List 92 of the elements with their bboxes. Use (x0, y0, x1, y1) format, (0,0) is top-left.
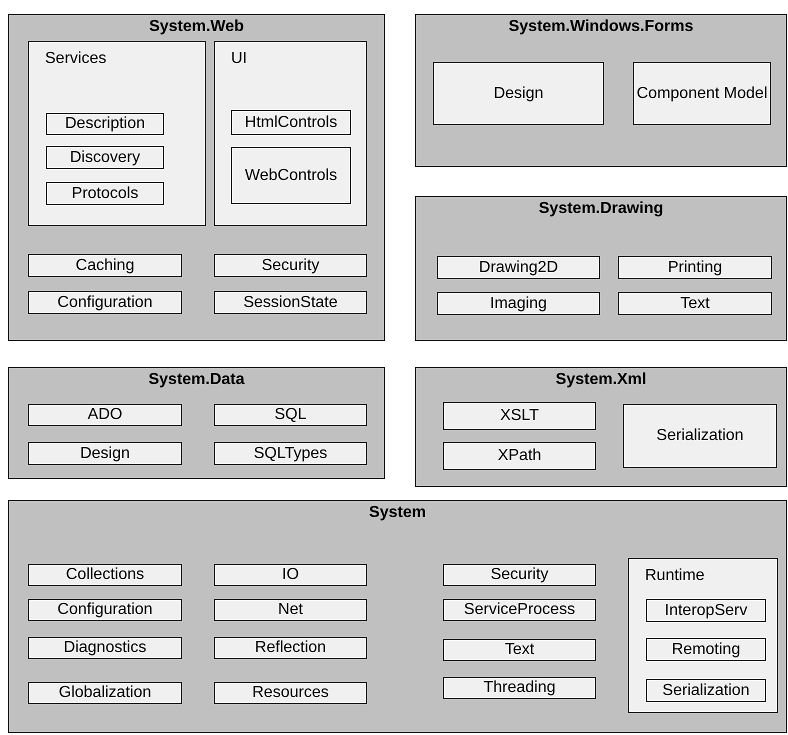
namespace-box (214, 291, 367, 314)
namespace-name: IO (282, 566, 299, 584)
namespace-box (214, 599, 367, 621)
namespace-name: Printing (668, 258, 722, 276)
group-title: System (368, 504, 427, 522)
namespace-box (28, 291, 182, 314)
namespace-name: XPath (498, 447, 542, 465)
namespace-box (214, 682, 367, 704)
namespace-name: Threading (483, 679, 556, 697)
namespace-panel (8, 367, 385, 479)
namespace-box (437, 292, 600, 315)
group-title: System.Windows.Forms (508, 18, 694, 36)
namespace-box (618, 256, 772, 279)
namespace-box (231, 147, 351, 204)
namespace-box (433, 62, 604, 125)
namespace-box (646, 679, 766, 702)
group-title: System.Xml (554, 371, 648, 389)
namespace-box (443, 677, 596, 699)
namespace-box (623, 404, 777, 468)
namespace-name: Net (278, 601, 303, 619)
namespace-name: Discovery (70, 148, 140, 166)
namespace-name: Drawing2D (478, 258, 558, 276)
namespace-box (28, 442, 182, 465)
namespace-name: Diagnostics (64, 639, 146, 657)
namespace-panel (415, 196, 787, 341)
namespace-box (646, 638, 766, 661)
namespace-box (214, 564, 367, 586)
namespace-name: Collections (66, 566, 144, 584)
group-title: System.Data (147, 371, 246, 389)
namespace-name: ADO (88, 406, 122, 424)
namespace-name: Imaging (490, 294, 547, 312)
namespace-box (28, 599, 182, 621)
namespace-box (646, 599, 766, 622)
namespace-box (443, 599, 596, 621)
namespace-name: Caching (76, 256, 134, 274)
namespace-box (214, 404, 367, 426)
namespace-panel (8, 14, 385, 341)
namespace-name: Remoting (672, 640, 740, 658)
sub-namespace-panel (214, 41, 367, 226)
group-title: Services (45, 50, 106, 68)
namespace-box (46, 113, 164, 135)
namespace-name: Resources (252, 684, 329, 702)
group-title: Runtime (645, 567, 705, 585)
namespace-name: Configuration (57, 601, 153, 619)
namespace-name: Security (262, 256, 320, 274)
namespace-name: Serialization (662, 682, 750, 700)
namespace-name: InteropServ (664, 602, 748, 620)
namespace-panel (415, 14, 787, 167)
group-title: System.Web (148, 18, 245, 36)
namespace-name: SessionState (243, 294, 338, 312)
namespace-box (214, 442, 367, 465)
namespace-box (28, 404, 182, 426)
namespace-box (443, 639, 596, 661)
namespace-box (46, 146, 164, 169)
namespace-name: Globalization (58, 684, 152, 702)
namespace-name: WebControls (244, 166, 338, 184)
namespace-box (28, 564, 182, 586)
namespace-name: ServiceProcess (464, 601, 576, 619)
namespace-name: Component Model (636, 84, 768, 102)
namespace-box (443, 402, 596, 430)
sub-namespace-panel (628, 558, 778, 713)
namespace-box (214, 254, 367, 277)
namespace-name: SQL (274, 406, 306, 424)
namespace-panel (415, 367, 787, 487)
namespace-box (28, 682, 182, 704)
namespace-name: Protocols (72, 184, 138, 202)
namespace-box (28, 254, 182, 277)
namespace-name: Design (80, 444, 130, 462)
sub-namespace-panel (28, 41, 206, 226)
namespace-name: Text (504, 641, 534, 659)
namespace-name: Serialization (656, 427, 744, 445)
namespace-name: Text (680, 294, 710, 312)
namespace-box (231, 110, 351, 135)
namespace-name: Reflection (254, 639, 326, 657)
namespace-name: Description (64, 115, 146, 133)
namespace-panel (8, 500, 787, 733)
group-title: UI (231, 50, 247, 68)
namespace-name: Design (494, 84, 544, 102)
namespace-name: Configuration (57, 294, 153, 312)
namespace-name: HtmlControls (244, 114, 338, 132)
group-title: System.Drawing (538, 200, 664, 218)
namespace-box (214, 637, 367, 659)
namespace-name: SQLTypes (254, 444, 328, 462)
namespace-box (633, 62, 771, 125)
namespace-box (618, 292, 772, 315)
namespace-name: XSLT (500, 407, 539, 425)
namespace-box (443, 564, 596, 586)
namespace-box (437, 256, 600, 279)
namespace-box (28, 637, 182, 659)
namespace-box (443, 442, 596, 470)
namespace-name: Security (490, 566, 548, 584)
namespace-box (46, 182, 164, 205)
